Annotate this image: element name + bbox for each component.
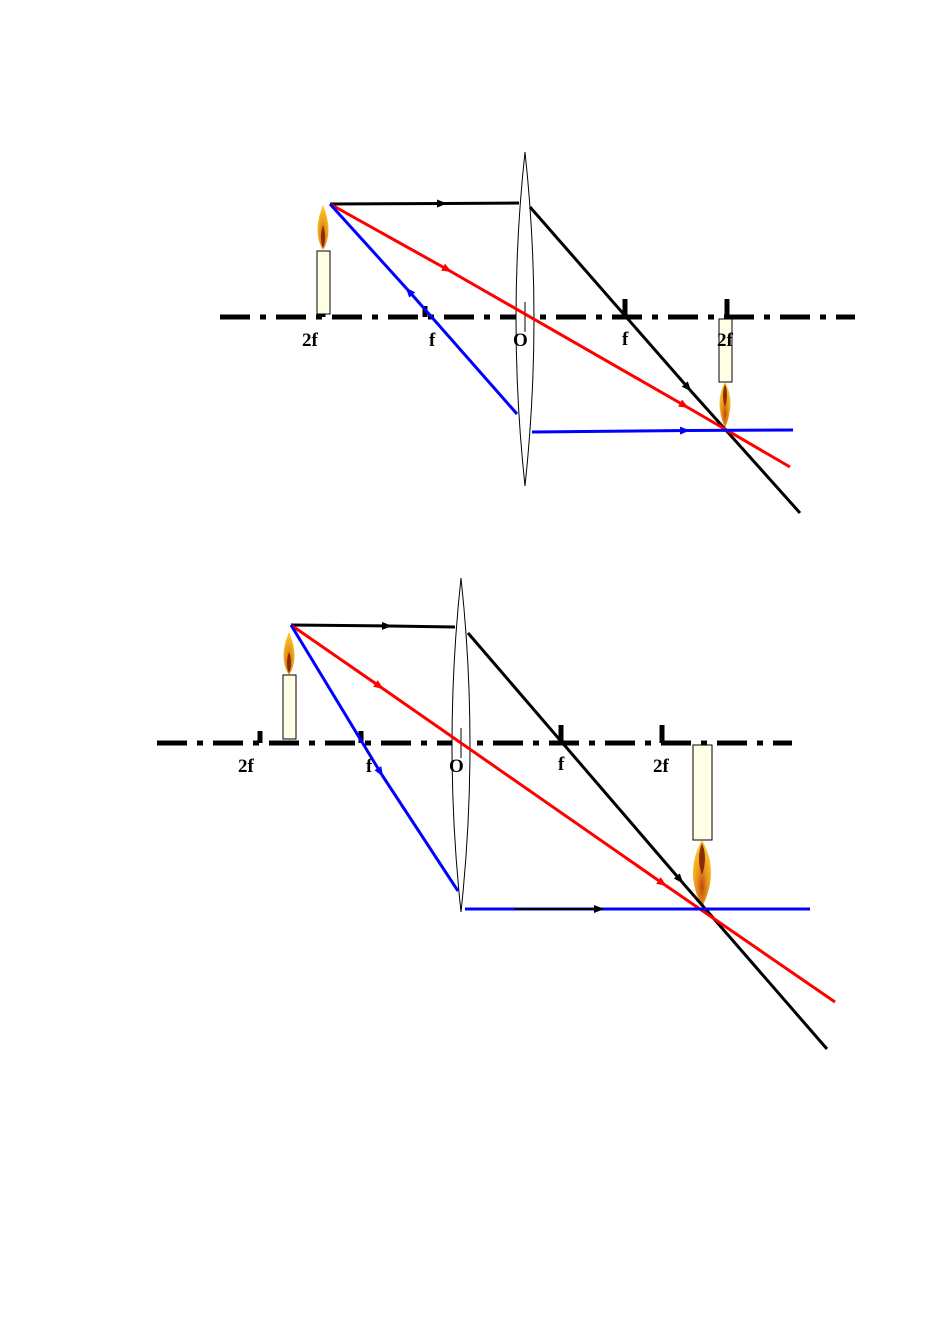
label-f-left: f	[366, 756, 373, 777]
candle-body	[718, 318, 733, 383]
label-f-left: f	[429, 330, 436, 351]
diagram-1: 2f f O f 2f	[220, 151, 855, 514]
diagram-2: 2f f O f 2f	[157, 577, 836, 1050]
parallel-ray	[329, 199, 802, 514]
image-candle	[692, 744, 713, 907]
candle-body	[316, 250, 331, 315]
flame-core-icon	[321, 225, 325, 248]
candle-body	[692, 744, 713, 841]
center-ray	[329, 202, 791, 469]
label-2f-left: 2f	[238, 756, 255, 777]
flame-core-icon	[723, 384, 727, 407]
label-center-o: O	[449, 756, 464, 777]
label-2f-left: 2f	[302, 330, 319, 351]
label-center-o: O	[513, 330, 528, 351]
center-ray	[290, 623, 836, 1004]
label-f-right: f	[558, 754, 565, 775]
object-candle	[282, 632, 297, 740]
flame-core-icon	[699, 843, 705, 875]
label-2f-right: 2f	[717, 330, 734, 351]
parallel-ray	[290, 621, 829, 1050]
label-f-right: f	[622, 329, 629, 350]
object-candle	[316, 205, 331, 315]
candle-body	[282, 674, 297, 740]
label-2f-right: 2f	[653, 756, 670, 777]
focal-ray	[328, 202, 794, 435]
image-candle	[718, 318, 733, 428]
flame-core-icon	[287, 652, 291, 673]
